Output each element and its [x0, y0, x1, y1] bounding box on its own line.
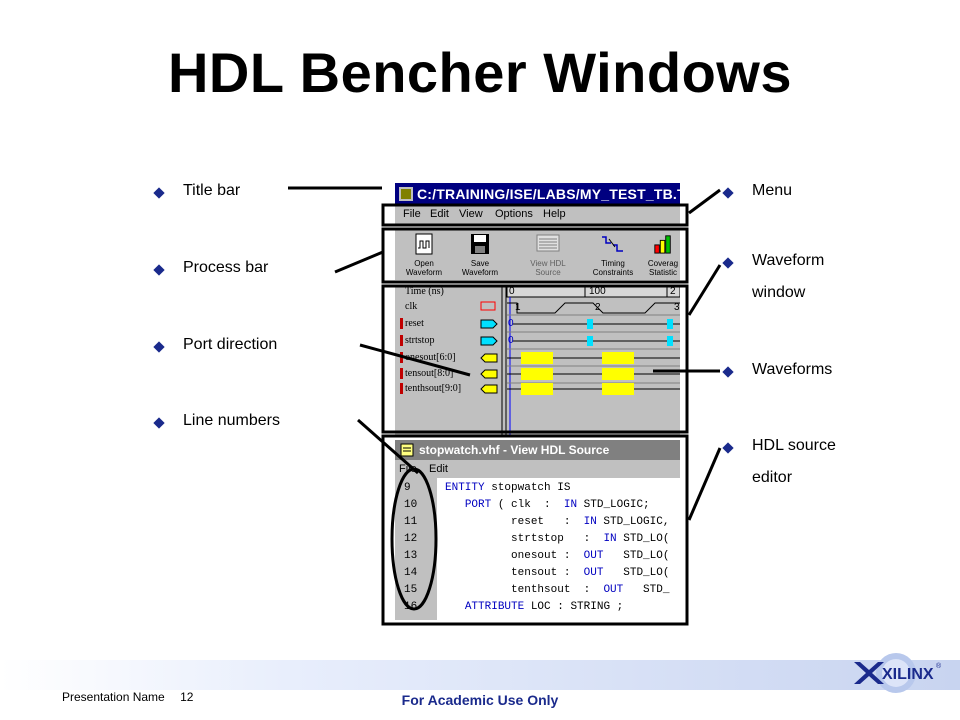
- code-line: reset : IN STD_LOGIC,: [445, 516, 670, 528]
- bullet-port-direction: Port direction: [153, 334, 277, 361]
- app-icon: [399, 187, 413, 201]
- line-number: 15: [404, 584, 418, 596]
- save-icon: [471, 234, 489, 254]
- open-waveform-icon: [415, 233, 433, 255]
- menu-edit[interactable]: Edit: [430, 208, 449, 220]
- line-number: 13: [404, 550, 418, 562]
- bullet-title-bar: Title bar: [153, 180, 240, 207]
- tbw-title-bar[interactable]: C:/TRAINING/ISE/LABS/MY_TEST_TB.TBW: [395, 183, 709, 205]
- editor-text-area[interactable]: 9 10 11 12 13 14 15 16 ENTITY stopwatch …: [395, 478, 680, 620]
- hdl-source-editor: stopwatch.vhf - View HDL Source File Edi…: [395, 440, 680, 620]
- svg-text:®: ®: [936, 662, 942, 670]
- menu-view[interactable]: View: [459, 208, 483, 220]
- footer-left: Presentation Name 12: [62, 690, 193, 704]
- editor-menu-edit[interactable]: Edit: [429, 463, 448, 475]
- bullet-waveforms: Waveforms: [722, 359, 832, 386]
- port-tensout[interactable]: tensout[8:0]: [405, 368, 454, 379]
- time-tick-100: 100: [589, 286, 606, 297]
- page-number: 12: [180, 690, 194, 704]
- waveform-window: Time (ns) 0 100 2 1 2 3 clk reset strtst…: [395, 285, 680, 437]
- menu-help[interactable]: Help: [543, 208, 566, 220]
- editor-title-text: stopwatch.vhf - View HDL Source: [419, 443, 610, 457]
- line-number: 14: [404, 567, 418, 579]
- line-number: 12: [404, 533, 418, 545]
- line-number: 11: [404, 516, 418, 528]
- strtstop-value: 0: [508, 335, 514, 346]
- bullet-diamond-icon: [153, 341, 165, 353]
- code-line: onesout : OUT STD_LO(: [445, 550, 670, 562]
- view-hdl-icon: [536, 234, 560, 252]
- time-header: Time (ns): [405, 286, 444, 297]
- menu-options[interactable]: Options: [495, 208, 533, 220]
- code-line: PORT ( clk : IN STD_LOGIC;: [464, 499, 650, 511]
- editor-title-bar[interactable]: stopwatch.vhf - View HDL Source: [395, 440, 680, 460]
- bullet-process-bar: Process bar: [153, 257, 268, 284]
- port-clk[interactable]: clk: [405, 301, 418, 312]
- editor-menu-bar: File Edit: [395, 460, 680, 478]
- bullet-diamond-icon: [722, 187, 734, 199]
- clk-label-3: 3: [674, 302, 680, 313]
- bullet-diamond-icon: [153, 187, 165, 199]
- footer-center: For Academic Use Only: [401, 692, 559, 708]
- menu-file[interactable]: File: [403, 208, 421, 220]
- port-reset[interactable]: reset: [405, 318, 424, 329]
- time-tick-200: 2: [670, 286, 676, 297]
- clk-label-1: 1: [515, 302, 521, 313]
- bullet-diamond-icon: [722, 257, 734, 269]
- timing-icon: [602, 236, 623, 252]
- presentation-name: Presentation Name: [62, 690, 165, 704]
- clk-label-2: 2: [595, 302, 601, 313]
- code-line: strtstop : IN STD_LO(: [445, 533, 670, 545]
- slide-title: HDL Bencher Windows: [167, 41, 793, 104]
- port-onesout[interactable]: onesout[6:0]: [405, 352, 456, 363]
- svg-text:XILINX: XILINX: [882, 666, 934, 683]
- coverage-icon: [654, 235, 671, 254]
- editor-menu-file[interactable]: File: [399, 463, 417, 475]
- bullet-menu: Menu: [722, 180, 792, 207]
- footer-band: [0, 660, 960, 690]
- line-number: 9: [404, 482, 411, 494]
- bullet-diamond-icon: [153, 417, 165, 429]
- code-line: ENTITY stopwatch IS: [445, 482, 571, 494]
- code-line: tenthsout : OUT STD_: [445, 584, 670, 596]
- time-tick-0: 0: [509, 286, 515, 297]
- tbw-menu-bar: File Edit View Options Help: [395, 205, 680, 225]
- port-strtstop[interactable]: strtstop: [405, 335, 435, 346]
- code-line: ATTRIBUTE LOC : STRING ;: [464, 601, 624, 613]
- port-tenthsout[interactable]: tenthsout[9:0]: [405, 383, 462, 394]
- bullet-diamond-icon: [722, 442, 734, 454]
- line-number: 16: [404, 601, 418, 613]
- xilinx-logo: XILINX ®: [848, 650, 944, 696]
- tbw-title-text: C:/TRAINING/ISE/LABS/MY_TEST_TB.TBW: [417, 186, 710, 202]
- bullet-diamond-icon: [153, 264, 165, 276]
- editor-file-icon: [400, 443, 414, 457]
- reset-value: 0: [508, 318, 514, 329]
- bullet-line-numbers: Line numbers: [153, 410, 280, 437]
- xilinx-logo-icon: XILINX ®: [854, 653, 942, 693]
- line-number: 10: [404, 499, 418, 511]
- code-line: tensout : OUT STD_LO(: [445, 567, 670, 579]
- bullet-diamond-icon: [722, 366, 734, 378]
